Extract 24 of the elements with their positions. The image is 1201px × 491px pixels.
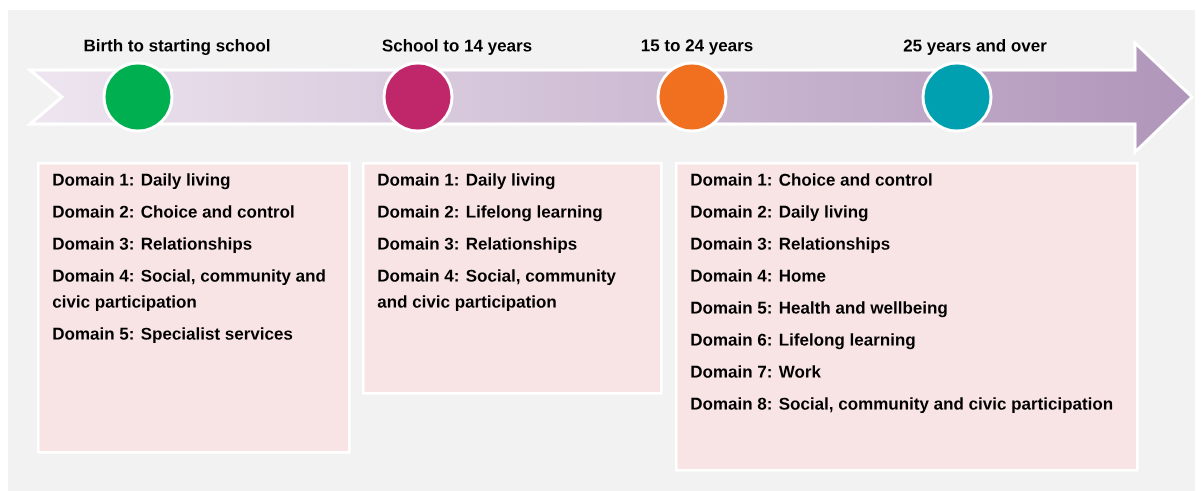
domain-text: Domain 4: Social, community and civic participation [377, 269, 616, 312]
stage-label: School to 14 years [382, 39, 532, 55]
domain-text: Domain 3: Relationships [53, 237, 252, 254]
domain-text: Domain 3: Relationships [691, 237, 890, 254]
domain-text: Domain 2: Lifelong learning [378, 205, 602, 222]
domain-text: Domain 3: Relationships [378, 237, 577, 254]
domain-text: Domain 7: Work [691, 365, 821, 378]
stage-label: 15 to 24 years [641, 39, 753, 55]
domain-box [675, 162, 1139, 472]
domain-text: Domain 1: Choice and control [691, 173, 932, 186]
stage-label: 25 years and over [903, 39, 1047, 55]
domain-text: Domain 1: Daily living [53, 173, 230, 190]
domain-text: Domain 2: Daily living [691, 205, 868, 222]
domain-box [37, 162, 351, 454]
domain-text: Domain 4: Social, community and civic participation [52, 269, 325, 312]
domain-box [362, 162, 663, 395]
domain-text: Domain 5: Specialist services [53, 327, 293, 344]
domain-text: Domain 2: Choice and control [53, 205, 294, 218]
stage-label: Birth to starting school [84, 39, 270, 55]
domain-text: Domain 1: Daily living [378, 173, 555, 190]
domain-text: Domain 8: Social, community and civic participation [691, 397, 1113, 414]
domain-text: Domain 6: Lifelong learning [691, 333, 915, 350]
domain-text: Domain 4: Home [691, 269, 826, 282]
domain-text: Domain 5: Health and wellbeing [691, 301, 947, 318]
